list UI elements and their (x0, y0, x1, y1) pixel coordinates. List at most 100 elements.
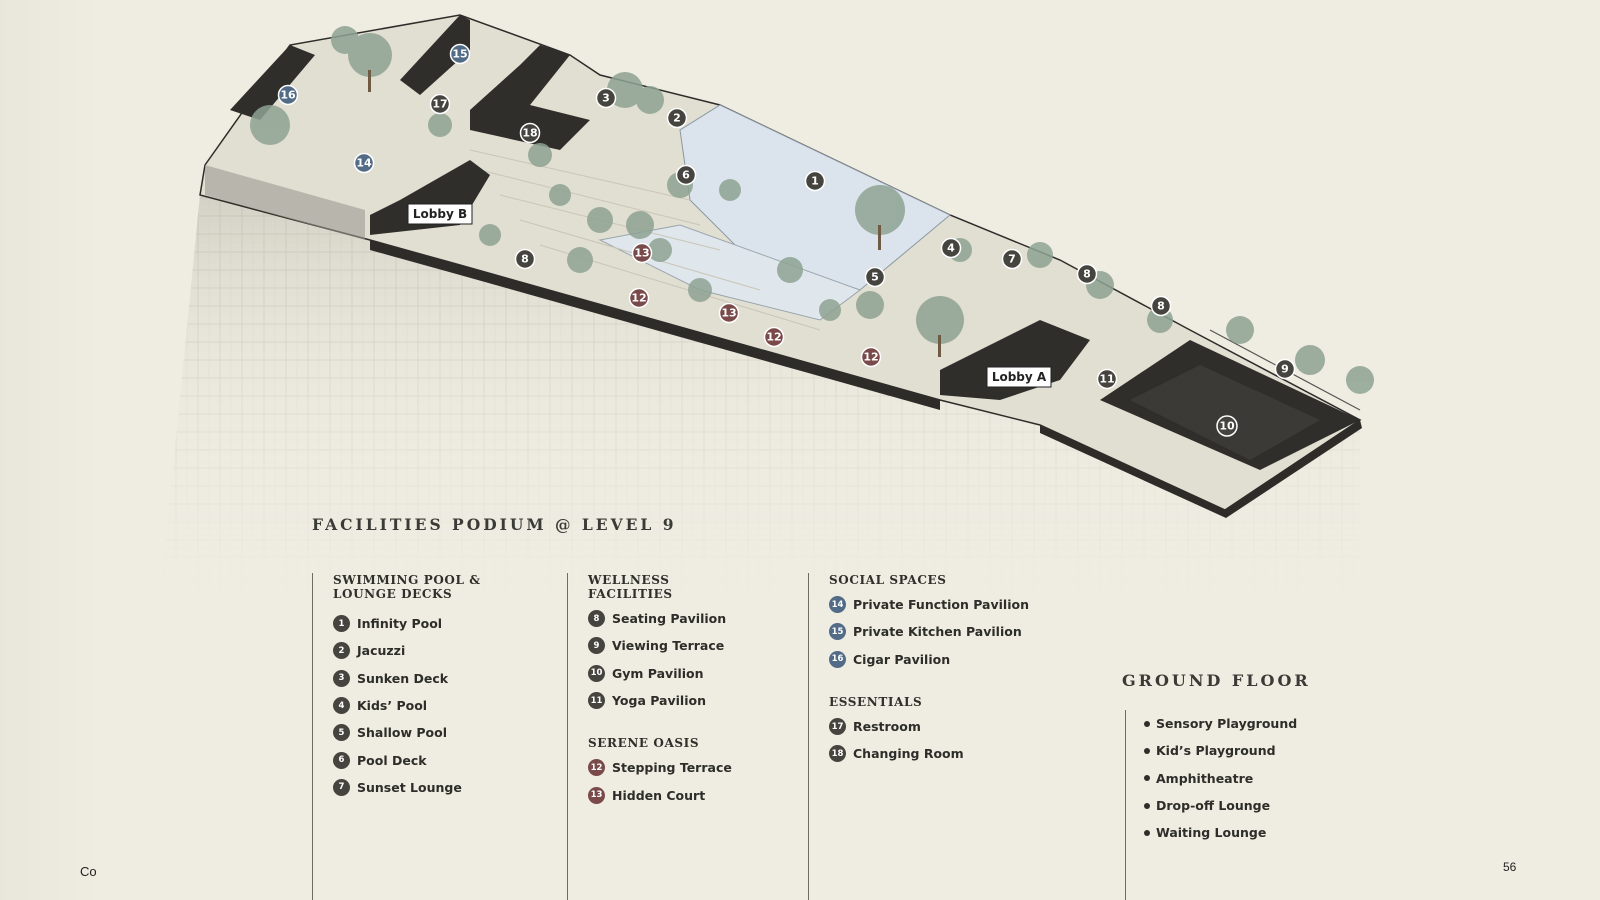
page-number: 56 (1503, 860, 1517, 874)
svg-text:14: 14 (356, 157, 372, 170)
map-marker: 7 (1001, 248, 1023, 270)
page-edge-shade (0, 0, 100, 900)
map-marker: 11 (1096, 368, 1118, 390)
svg-text:9: 9 (1281, 363, 1289, 376)
svg-text:1: 1 (811, 175, 819, 188)
svg-text:4: 4 (947, 242, 955, 255)
lobby-a-label: Lobby A (986, 366, 1052, 388)
legend-label: Sunset Lounge (357, 779, 462, 795)
category-heading-serene: SERENE OASIS (588, 736, 700, 751)
svg-text:3: 3 (602, 92, 610, 105)
number-badge: 12 (588, 759, 605, 777)
svg-text:8: 8 (1157, 300, 1165, 313)
number-badge: 3 (333, 669, 350, 687)
tower-facade (160, 195, 1360, 600)
map-marker: 13 (631, 242, 653, 264)
legend-item: 8 Seating Pavilion (588, 605, 753, 632)
ground-floor-item: Amphitheatre (1144, 765, 1297, 792)
map-marker: 14 (353, 152, 375, 174)
ground-floor-items: Sensory Playground Kid’s Playground Amph… (1144, 710, 1297, 846)
map-marker: 6 (675, 164, 697, 186)
site-plan-illustration: Lobby B Lobby A 1 2 3 4 5 6 7 8 8 8 9 10… (160, 14, 1374, 600)
map-marker: 8 (1076, 263, 1098, 285)
svg-text:8: 8 (1083, 268, 1091, 281)
number-badge: 11 (588, 692, 605, 710)
map-marker: 12 (763, 326, 785, 348)
svg-text:12: 12 (766, 331, 781, 344)
legend-label: Hidden Court (612, 787, 706, 803)
svg-text:7: 7 (1008, 253, 1016, 266)
legend-label: Stepping Terrace (612, 760, 732, 776)
svg-text:11: 11 (1099, 373, 1114, 386)
legend-item: 17 Restroom (829, 713, 1029, 740)
legend-label: Seating Pavilion (612, 611, 727, 627)
number-badge: 9 (588, 637, 605, 655)
map-marker: 16 (277, 84, 299, 106)
legend-label: Jacuzzi (357, 643, 406, 659)
bullet-icon (1144, 829, 1150, 836)
legend-label: Kids’ Pool (357, 698, 428, 714)
map-marker: 15 (449, 43, 471, 65)
legend-label: Shallow Pool (357, 725, 448, 741)
footer-left-text: Co (80, 864, 97, 879)
podium-title: FACILITIES PODIUM @ LEVEL 9 (312, 515, 677, 534)
number-badge: 17 (829, 718, 846, 736)
ground-floor-item: Waiting Lounge (1144, 819, 1297, 846)
number-badge: 16 (829, 650, 846, 668)
legend-item: 11 Yoga Pavilion (588, 687, 753, 714)
legend-label: Restroom (853, 719, 921, 735)
map-marker: 12 (628, 287, 650, 309)
legend-item: 12 Stepping Terrace (588, 754, 753, 781)
svg-text:12: 12 (631, 292, 646, 305)
ground-floor-item: Kid’s Playground (1144, 737, 1297, 764)
ground-floor-item: Drop-off Lounge (1144, 792, 1297, 819)
map-marker: 3 (595, 87, 617, 109)
svg-text:6: 6 (682, 169, 690, 182)
legend-label: Yoga Pavilion (612, 693, 706, 709)
map-marker: 17 (429, 93, 451, 115)
number-badge: 2 (333, 642, 350, 660)
svg-text:10: 10 (1219, 420, 1235, 433)
legend-label: Gym Pavilion (612, 665, 704, 681)
trees (250, 26, 1374, 394)
map-marker: 4 (940, 237, 962, 259)
number-badge: 4 (333, 697, 350, 715)
map-marker: 2 (666, 107, 688, 129)
svg-text:8: 8 (521, 253, 529, 266)
number-badge: 8 (588, 610, 605, 628)
svg-text:16: 16 (280, 89, 296, 102)
number-badge: 15 (829, 623, 846, 641)
svg-text:13: 13 (721, 307, 736, 320)
category-heading-wellness: WELLNESS FACILITIES (588, 573, 673, 601)
map-marker: 5 (864, 266, 886, 288)
bullet-icon (1144, 720, 1150, 727)
svg-text:12: 12 (863, 351, 878, 364)
map-marker: 9 (1274, 358, 1296, 380)
svg-text:17: 17 (432, 98, 447, 111)
ground-floor-item: Sensory Playground (1144, 710, 1297, 737)
map-marker: 8 (1150, 295, 1172, 317)
legend-label: Pool Deck (357, 752, 427, 768)
svg-text:13: 13 (634, 247, 649, 260)
map-marker: 13 (718, 302, 740, 324)
bullet-icon (1144, 802, 1150, 809)
legend-item: 2 Jacuzzi (333, 637, 498, 664)
svg-text:Lobby B: Lobby B (413, 207, 467, 221)
number-badge: 1 (333, 615, 350, 633)
